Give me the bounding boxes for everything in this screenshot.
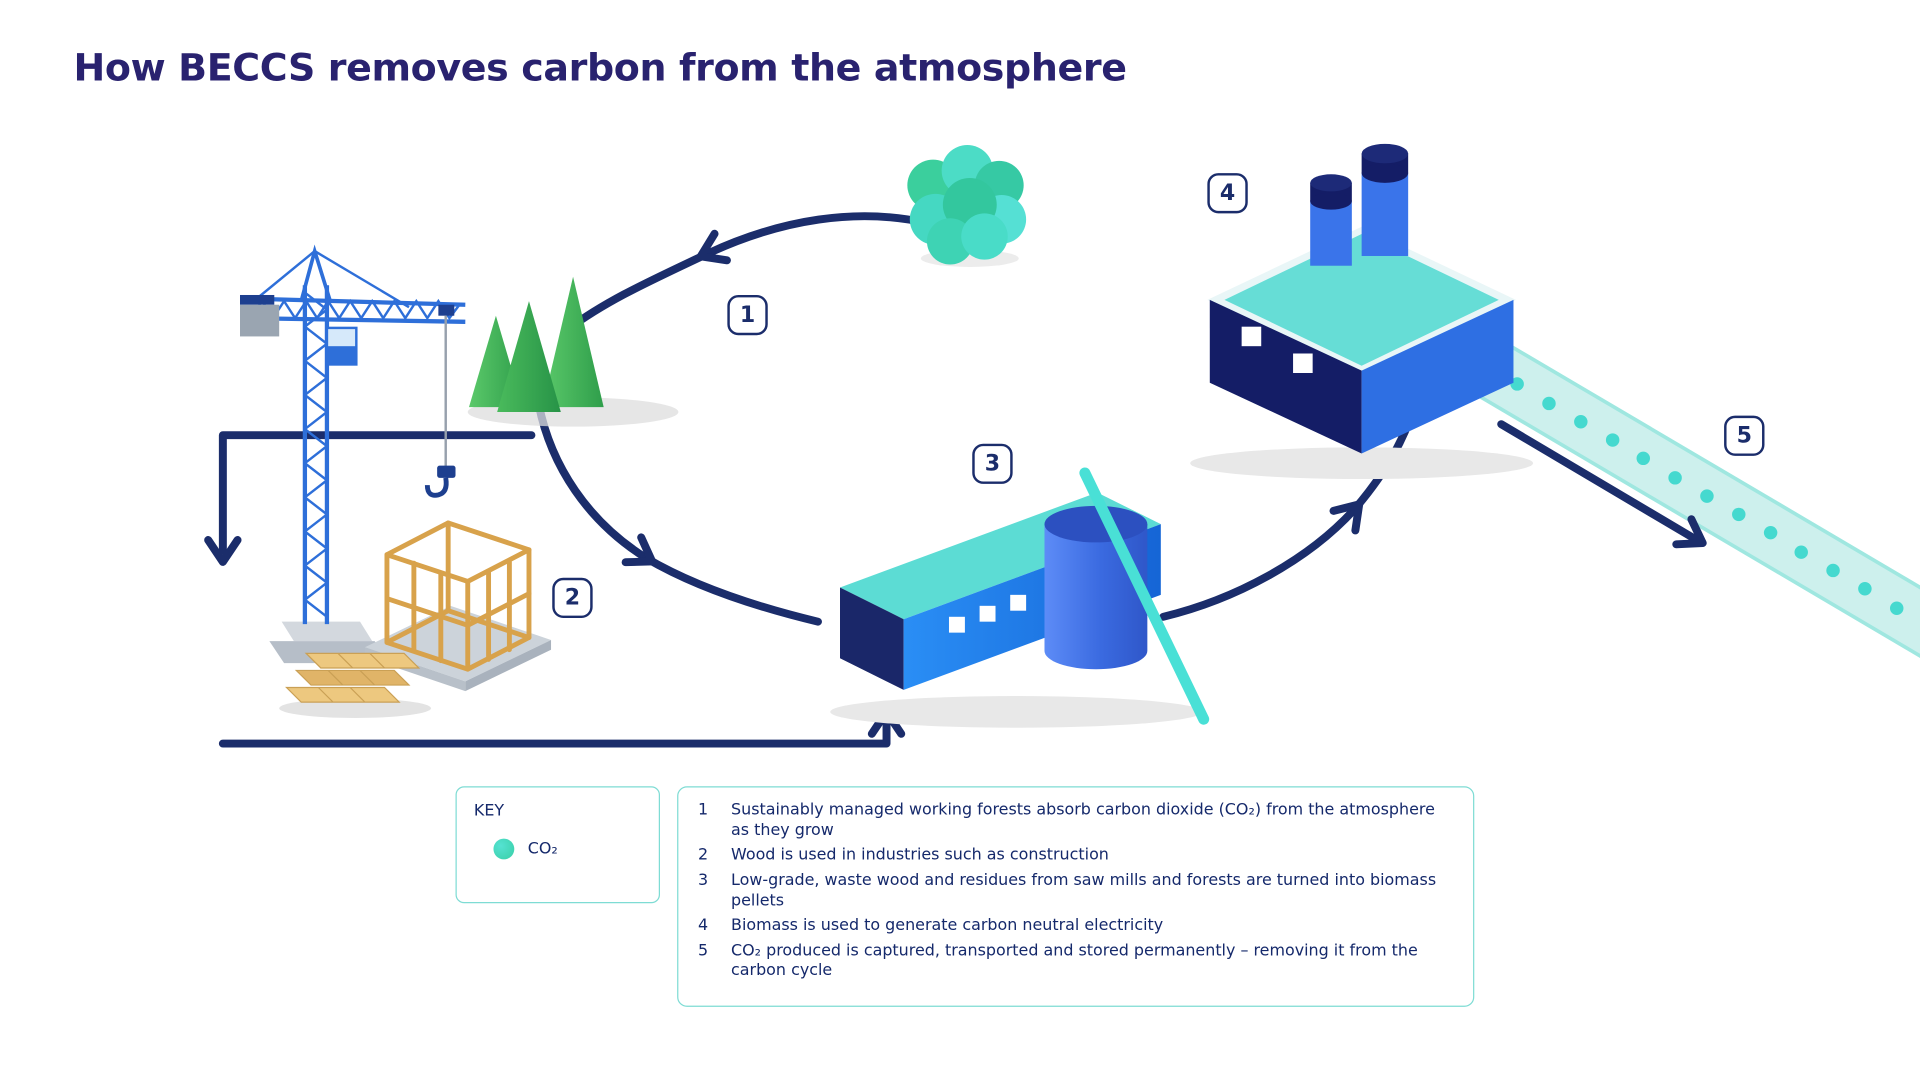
key-item-label: CO₂ <box>527 839 558 859</box>
legend-item-number: 1 <box>697 800 709 820</box>
lumber-stack-icon <box>279 652 432 718</box>
pellet-plant-icon <box>830 467 1210 728</box>
legend-item-number: 2 <box>697 846 709 865</box>
wood-flow-arrows <box>208 431 901 748</box>
power-plant-chimneys <box>1310 143 1409 266</box>
step-badge-2: 2 <box>552 577 593 619</box>
legend-item-text: Sustainably managed working forests abso… <box>731 800 1435 840</box>
crane-icon <box>240 244 466 664</box>
step-badge-4: 4 <box>1207 173 1248 214</box>
key-box: KEY CO₂ <box>455 786 661 904</box>
power-plant-icon <box>1190 143 1534 480</box>
legend-item: 4 Biomass is used to generate carbon neu… <box>698 917 1454 937</box>
legend-item-text: Low-grade, waste wood and residues from … <box>731 871 1437 910</box>
legend-item-number: 4 <box>697 916 709 936</box>
page-title: How BECCS removes carbon from the atmosp… <box>73 46 1127 91</box>
key-title: KEY <box>473 802 505 821</box>
legend-item-text: CO₂ produced is captured, transported an… <box>731 941 1418 981</box>
legend-item: 1 Sustainably managed working forests ab… <box>698 801 1454 842</box>
legend-box: 1 Sustainably managed working forests ab… <box>677 786 1475 1007</box>
legend-item-number: 3 <box>697 871 709 890</box>
step-badge-1: 1 <box>727 294 768 336</box>
pellet-silo <box>1044 505 1148 670</box>
storage-arrow <box>1497 420 1710 555</box>
pellet-chute <box>1079 467 1210 725</box>
legend-item-text: Wood is used in industries such as const… <box>731 846 1109 865</box>
legend-item: 2 Wood is used in industries such as con… <box>698 846 1454 866</box>
crane-hook <box>424 477 449 498</box>
co2-dot-icon <box>493 838 515 860</box>
step-badge-5: 5 <box>1724 415 1765 456</box>
legend-item-number: 5 <box>697 941 709 961</box>
legend-item-text: Biomass is used to generate carbon neutr… <box>731 916 1164 936</box>
key-item: CO₂ <box>493 838 641 860</box>
legend-item: 3 Low-grade, waste wood and residues fro… <box>698 871 1454 912</box>
co2-cluster-icon <box>907 145 1027 267</box>
step-badge-3: 3 <box>972 443 1013 484</box>
legend-item: 5 CO₂ produced is captured, transported … <box>698 942 1454 983</box>
crane-counterweight <box>240 294 275 305</box>
forest-icon <box>467 276 679 427</box>
